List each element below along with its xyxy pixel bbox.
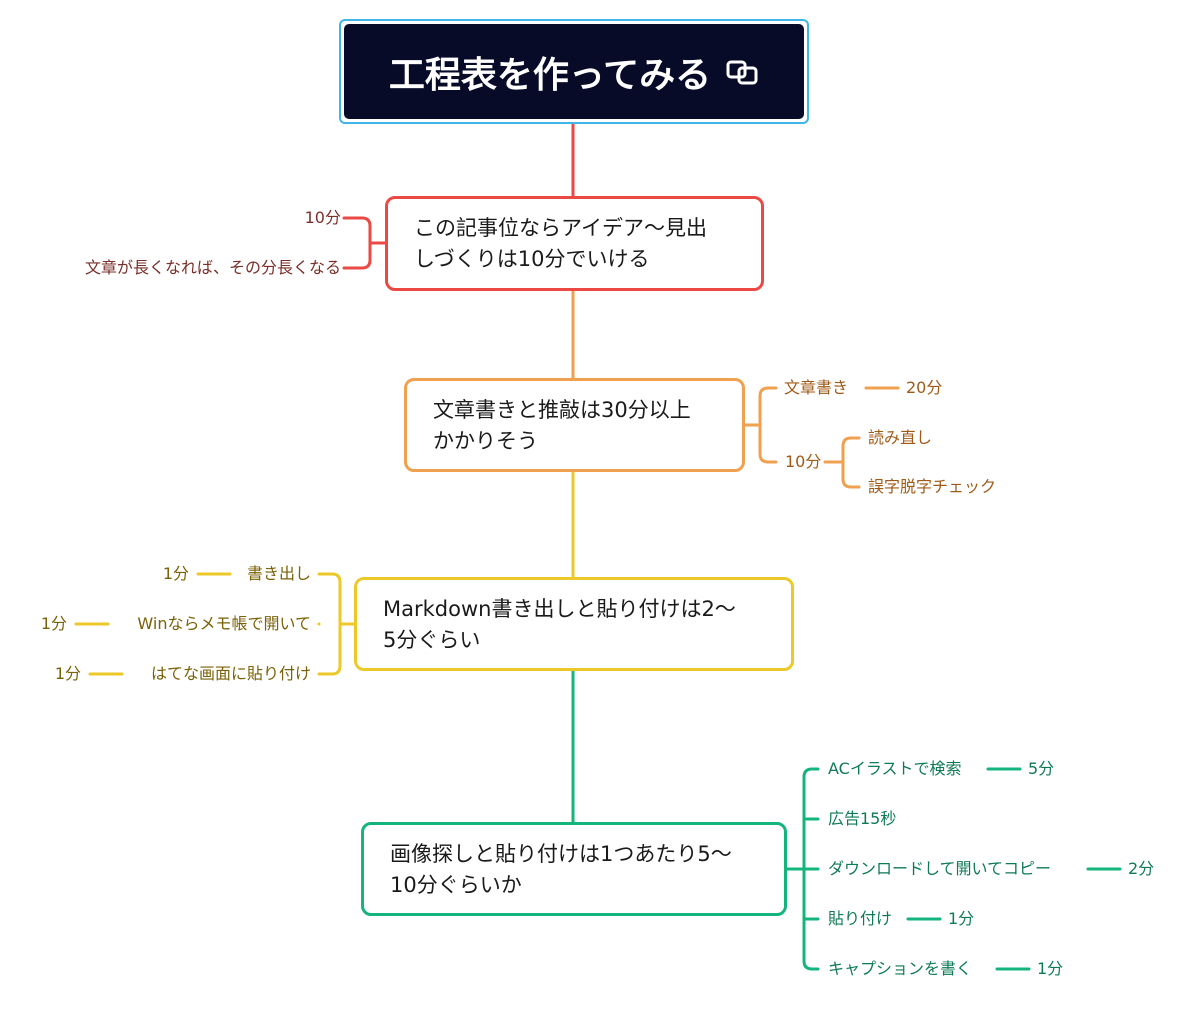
n4-ad-label: 広告15秒 — [828, 809, 897, 828]
n1-bracket — [342, 216, 387, 270]
root-topic-inner: 工程表を作ってみる — [344, 24, 804, 119]
n2-writing-time: 20分 — [906, 378, 943, 397]
n2-reread-label: 読み直し — [868, 428, 933, 447]
n2-bracket — [743, 386, 900, 489]
link-icon[interactable] — [725, 55, 759, 89]
n3-hatena-time: 1分 — [54, 664, 81, 683]
topic-text-line2: しづくりは10分でいける — [414, 247, 650, 271]
topic-writing-review[interactable]: 文章書きと推敲は30分以上 かかりそう — [404, 378, 745, 472]
root-title: 工程表を作ってみる — [388, 54, 712, 96]
topic-markdown-paste[interactable]: Markdown書き出しと貼り付けは2～ 5分ぐらい — [354, 577, 794, 671]
topic-text-line1: Markdown書き出しと貼り付けは2～ — [383, 597, 736, 621]
topic-text-line2: 10分ぐらいか — [390, 873, 522, 897]
topic-text-line1: 画像探しと貼り付けは1つあたり5～ — [390, 842, 732, 866]
n1-time-label: 10分 — [304, 208, 341, 227]
topic-text-line1: 文章書きと推敲は30分以上 — [433, 398, 691, 422]
n4-download-time: 2分 — [1128, 859, 1155, 878]
n4-caption-label: キャプションを書く — [828, 959, 973, 978]
n4-bracket — [785, 767, 1122, 971]
n4-download-label: ダウンロードして開いてコピー — [828, 859, 1052, 878]
n2-typo-check-label: 誤字脱字チェック — [868, 477, 997, 496]
n4-ac-illust-label: ACイラストで検索 — [828, 759, 962, 778]
n3-export-time: 1分 — [162, 564, 189, 583]
n4-paste-label: 貼り付け — [828, 909, 893, 928]
n2-review-time: 10分 — [785, 452, 822, 471]
n3-notepad-time: 1分 — [40, 614, 67, 633]
n4-caption-time: 1分 — [1037, 959, 1064, 978]
n1-note-label: 文章が長くなれば、その分長くなる — [84, 258, 341, 277]
n3-export-label: 書き出し — [246, 564, 311, 583]
topic-text-line2: 5分ぐらい — [383, 628, 481, 652]
n3-bracket — [74, 572, 356, 676]
n2-writing-label: 文章書き — [784, 378, 849, 397]
topic-text-line2: かかりそう — [433, 429, 538, 453]
topic-idea-headings[interactable]: この記事位ならアイデア～見出 しづくりは10分でいける — [385, 196, 764, 291]
n3-hatena-label: はてな画面に貼り付け — [150, 664, 311, 683]
n3-notepad-label: Winならメモ帳で開いて — [137, 614, 311, 633]
n4-paste-time: 1分 — [948, 909, 975, 928]
topic-image-search[interactable]: 画像探しと貼り付けは1つあたり5～ 10分ぐらいか — [361, 822, 787, 916]
topic-text-line1: この記事位ならアイデア～見出 — [414, 216, 707, 240]
n4-ac-illust-time: 5分 — [1028, 759, 1055, 778]
root-topic[interactable]: 工程表を作ってみる — [339, 19, 809, 124]
